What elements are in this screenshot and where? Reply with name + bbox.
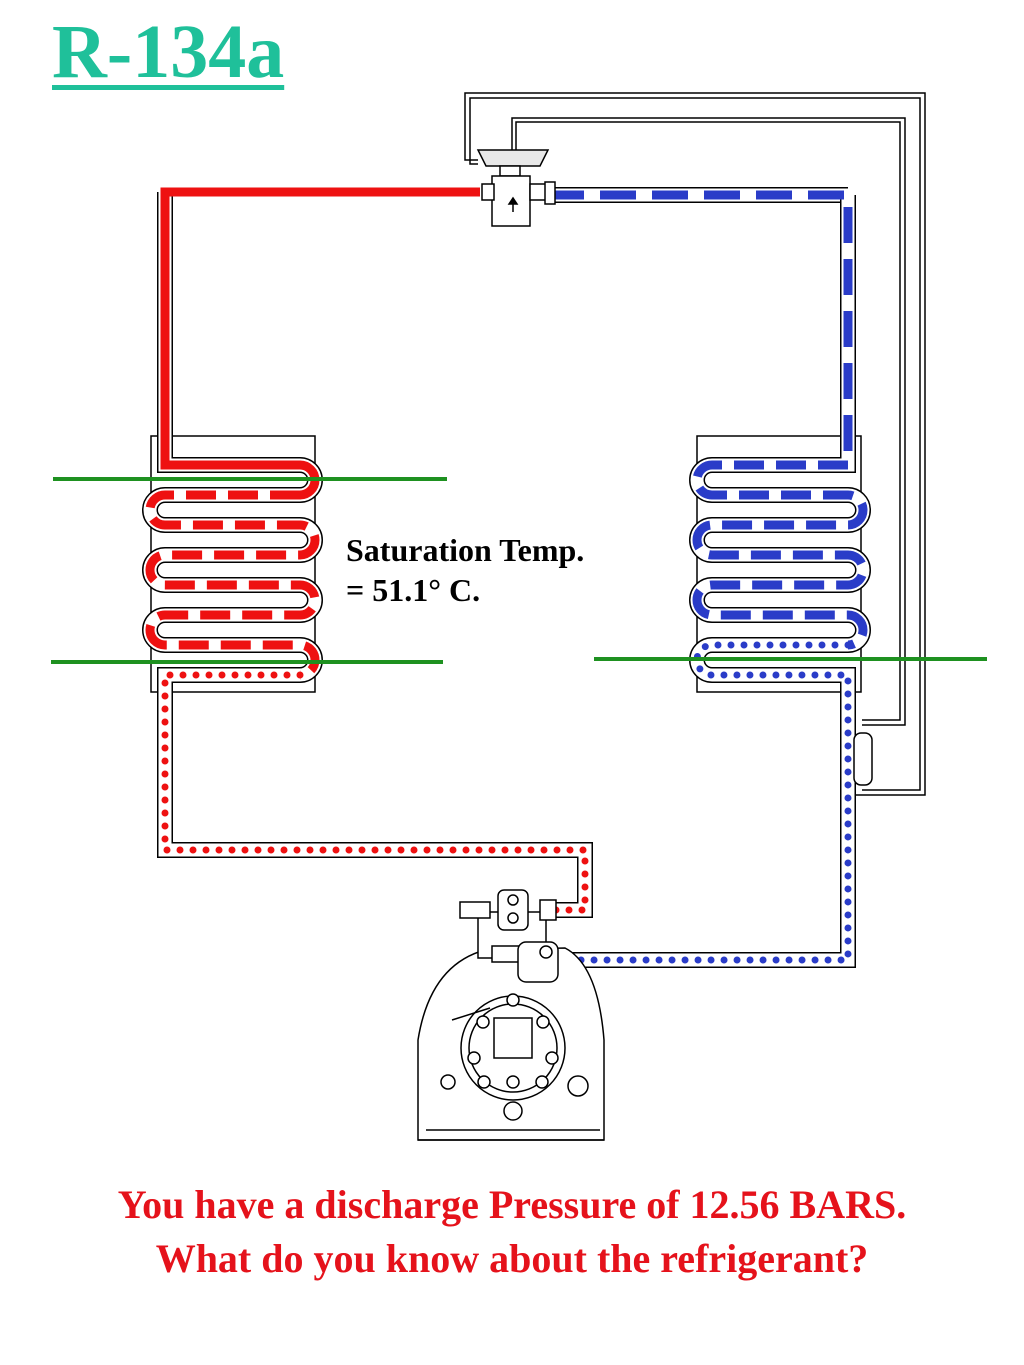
- high-side-line: [150, 192, 585, 910]
- condenser-box: [150, 435, 316, 693]
- question-line1: You have a discharge Pressure of 12.56 B…: [117, 1182, 907, 1227]
- expansion-valve: [476, 149, 556, 227]
- evaporator-box: [696, 435, 862, 693]
- low-side-line: [548, 187, 863, 960]
- saturation-temp-label: Saturation Temp. = 51.1° C.: [346, 530, 584, 610]
- page-title: R-134a: [52, 10, 285, 94]
- question-text: You have a discharge Pressure of 12.56 B…: [0, 1178, 1024, 1286]
- pressure-lines: [51, 477, 987, 664]
- compressor: [417, 889, 605, 1141]
- capillary-tube: [464, 92, 926, 796]
- question-line2: What do you know about the refrigerant?: [155, 1236, 869, 1281]
- saturation-temp-line1: Saturation Temp.: [346, 532, 585, 568]
- saturation-temp-line2: = 51.1° C.: [346, 572, 481, 608]
- sensing-bulb: [853, 732, 873, 786]
